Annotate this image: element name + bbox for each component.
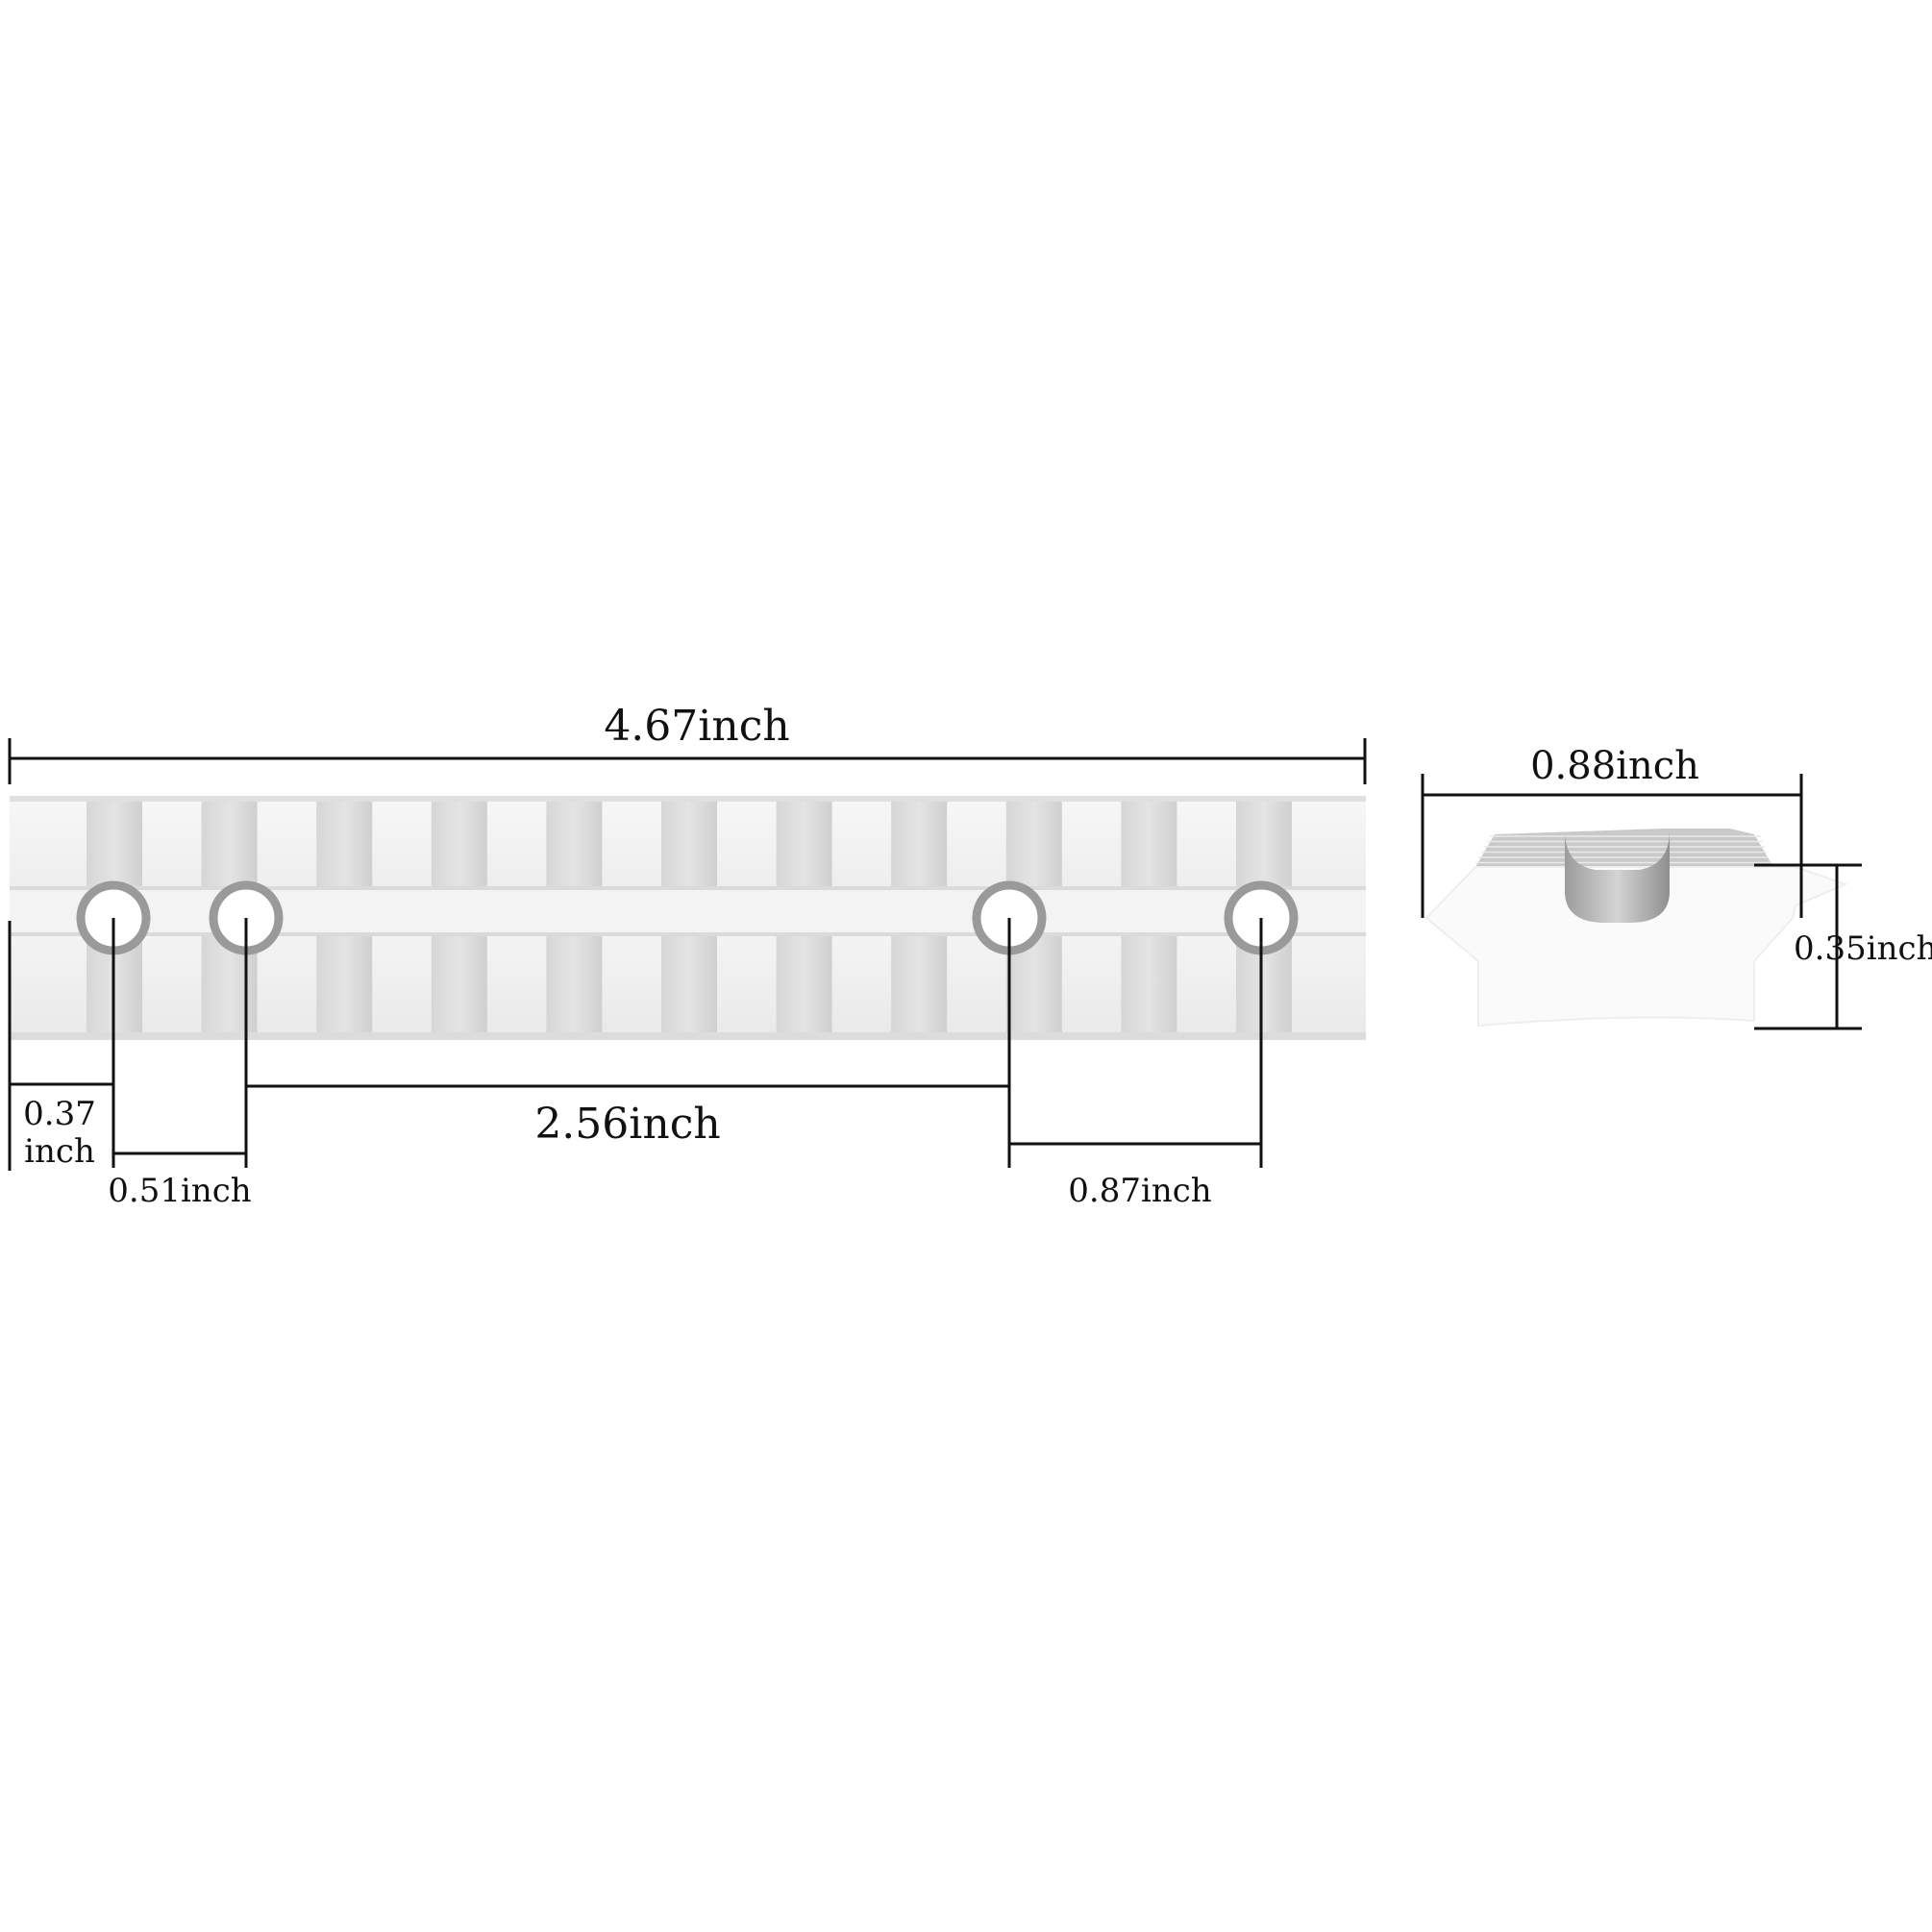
overall-length-label: 4.67inch (604, 702, 789, 751)
rail-cross-slot (87, 802, 142, 888)
rail-bottom-edge (10, 1032, 1366, 1040)
rail-cross-slot (1121, 802, 1177, 888)
rail-cross-slot (431, 802, 487, 888)
rail-cross-slot (316, 802, 373, 888)
rail-cross-slot (776, 802, 832, 888)
profile-height-label: 0.35inch (1794, 929, 1932, 968)
rail-cross-slot (316, 936, 373, 1032)
front-hole-spacing-label: 0.51inch (108, 1172, 251, 1210)
rail-top-view (10, 796, 1366, 1040)
rail-cross-slot (1236, 802, 1292, 888)
rail-cross-slot (201, 802, 258, 888)
rear-hole-spacing-label: 0.87inch (1068, 1172, 1211, 1210)
rail-cross-slot (1121, 936, 1177, 1032)
rail-cross-slot (431, 936, 487, 1032)
profile-width-label: 0.88inch (1530, 744, 1699, 788)
first-hole-offset-label-line1: 0.37 (23, 1095, 96, 1133)
rail-cross-slots (87, 802, 1292, 1032)
rail-cross-slot (546, 802, 603, 888)
dimension-lines (8, 738, 1367, 1171)
rail-cross-slot (546, 936, 603, 1032)
rail-cross-slot (891, 936, 948, 1032)
first-hole-offset-label-line2: inch (24, 1132, 95, 1171)
profile-body (1424, 866, 1848, 1028)
middle-hole-spacing-label: 2.56inch (534, 1100, 720, 1149)
rail-channel-edge-top (10, 886, 1366, 890)
rail-cross-slot (1005, 802, 1062, 888)
rail-cross-slot (661, 936, 717, 1032)
rail-cross-slot (891, 802, 948, 888)
rail-top-edge (10, 796, 1366, 802)
profile-center-groove (1565, 832, 1670, 923)
rail-cross-slot (661, 802, 717, 888)
profile-top-ribs-right (1718, 829, 1773, 867)
rail-cross-slot (776, 936, 832, 1032)
rail-channel-edge-bottom (10, 932, 1366, 936)
profile-dimension-lines (1421, 774, 1862, 1030)
rail-profile-view (1424, 829, 1848, 1028)
